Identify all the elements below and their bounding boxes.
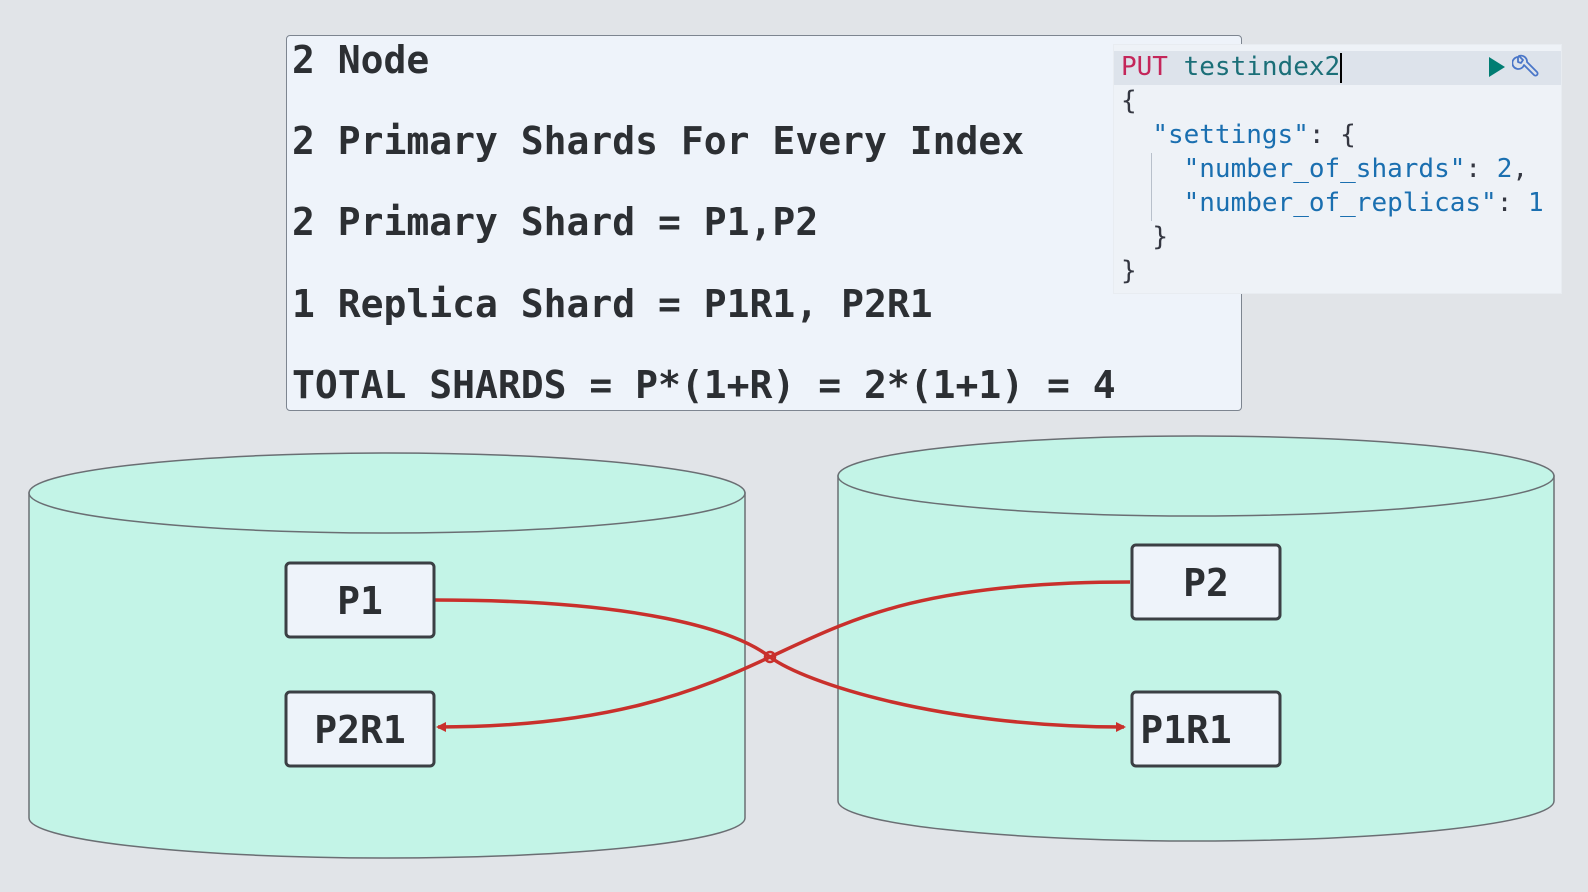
shard-p1r1: P1R1 [1130,690,1282,768]
node-1-cylinder [28,452,746,859]
code-inner-close: } [1121,221,1168,253]
http-method: PUT [1121,52,1168,82]
node-2-cylinder [837,435,1555,842]
play-icon[interactable] [1489,57,1505,77]
info-replica-shard-list: 1 Replica Shard = P1R1, P2R1 [292,282,933,326]
code-open-brace: { [1121,86,1137,116]
active-line-highlight [1114,51,1561,85]
arrow-crossing-hop [763,650,777,664]
inner-close-brace: } [1152,222,1168,252]
shards-key: "number_of_shards" [1183,154,1466,184]
shards-value: 2 [1496,154,1513,184]
dev-tools-console-editor[interactable]: PUT testindex2 { "settings": { "number_o… [1113,44,1562,294]
code-replicas-line: "number_of_replicas": 1 [1183,188,1544,218]
replicas-key: "number_of_replicas" [1183,188,1497,218]
replication-arrow-p2-to-p2r1 [436,580,1131,732]
shard-p2r1: P2R1 [284,690,436,768]
replicas-value: 1 [1528,188,1544,218]
indent-guide [1151,153,1152,221]
info-primary-shard-list: 2 Primary Shard = P1,P2 [292,200,819,244]
code-shards-line: "number_of_shards": 2, [1183,154,1529,184]
shard-p2-label: P2 [1183,561,1229,605]
settings-key: "settings" [1152,120,1309,150]
shard-p1r1-label: P1R1 [1140,708,1232,752]
shard-p2: P2 [1130,543,1282,621]
request-line[interactable]: PUT testindex2 [1121,51,1343,83]
request-index-name: testindex2 [1183,52,1341,82]
shard-p1-label: P1 [337,579,383,623]
code-outer-close: } [1121,256,1137,286]
text-cursor [1340,52,1343,83]
code-settings-line: "settings": { [1121,119,1356,151]
info-node-count: 2 Node [292,38,430,82]
info-primary-shards-per-index: 2 Primary Shards For Every Index [292,119,1025,163]
info-total-shards-formula: TOTAL SHARDS = P*(1+R) = 2*(1+1) = 4 [292,363,1116,407]
shard-p1: P1 [284,561,436,639]
shard-info-panel: 2 Node 2 Primary Shards For Every Index … [286,35,1242,411]
wrench-icon[interactable] [1512,53,1540,81]
settings-separator: : { [1308,120,1356,150]
shard-p2r1-label: P2R1 [314,708,406,752]
